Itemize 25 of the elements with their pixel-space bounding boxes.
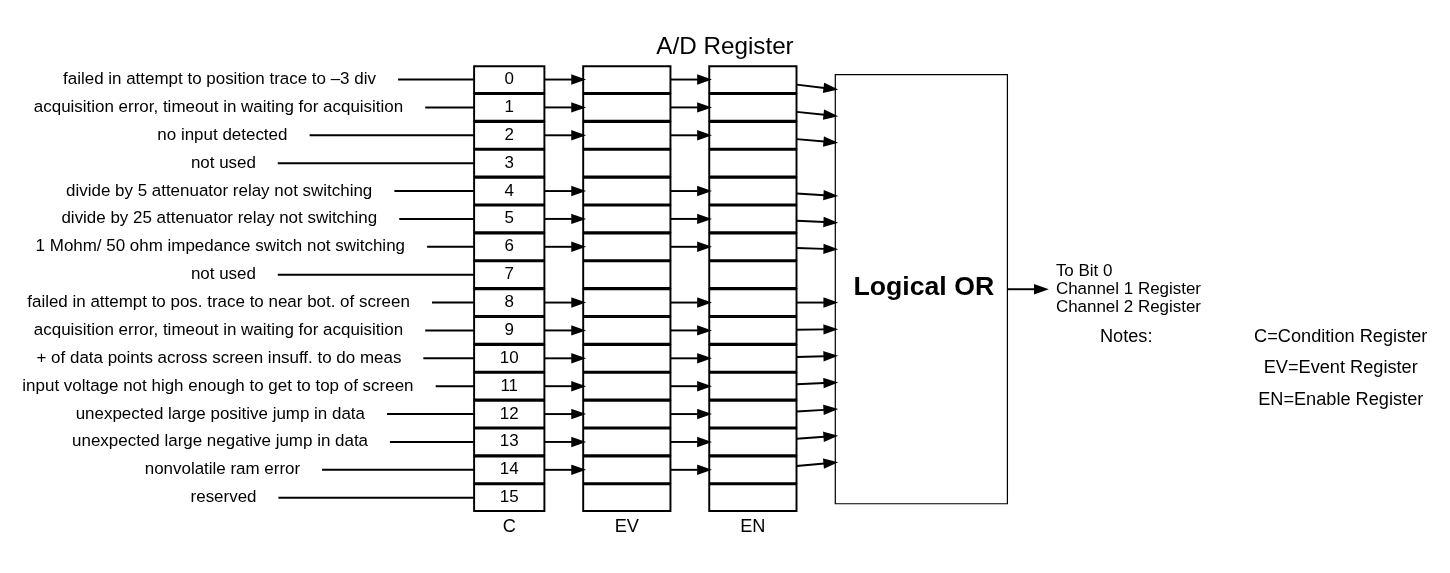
node-text: input voltage not high enough to get to top of screen xyxy=(22,375,414,395)
node-text: unexpected large positive jump in data xyxy=(75,403,366,423)
label: C=Condition Register xyxy=(1254,325,1428,346)
node-text: To Bit 0 Channel 1 Register Channel 2 Register xyxy=(1055,260,1202,316)
label: EN=Enable Register xyxy=(1258,388,1424,409)
node-text: acquisition error, timeout in waiting for acquisition xyxy=(33,319,404,339)
label: Notes: xyxy=(1099,325,1153,346)
node-text: failed in attempt to pos. trace to near bot. of screen xyxy=(27,292,410,312)
node-text: divide by 5 attenuator relay not switching xyxy=(66,180,373,200)
label: EN xyxy=(740,516,766,537)
node-text: nonvolatile ram error xyxy=(144,459,301,479)
label: C xyxy=(502,516,516,537)
node-text: acquisition error, timeout in waiting for acquisition xyxy=(33,96,404,116)
diagram-title: A/D Register xyxy=(656,32,794,60)
node-text: unexpected large negative jump in data xyxy=(72,431,369,451)
node-text: reserved xyxy=(190,487,257,507)
node-text: failed in attempt to position trace to –3 div xyxy=(63,69,376,89)
node-text: + of data points across screen insuff. to do meas xyxy=(36,347,402,367)
node-text: divide by 25 attenuator relay not switching xyxy=(61,208,378,228)
node-text: no input detected xyxy=(157,124,288,144)
node-text: not used xyxy=(190,152,256,172)
label: EV xyxy=(614,516,639,537)
node-text: 1 Mohm/ 50 ohm impedance switch not switching xyxy=(35,236,406,256)
node-text: not used xyxy=(190,264,256,284)
label: EV=Event Register xyxy=(1263,357,1418,378)
